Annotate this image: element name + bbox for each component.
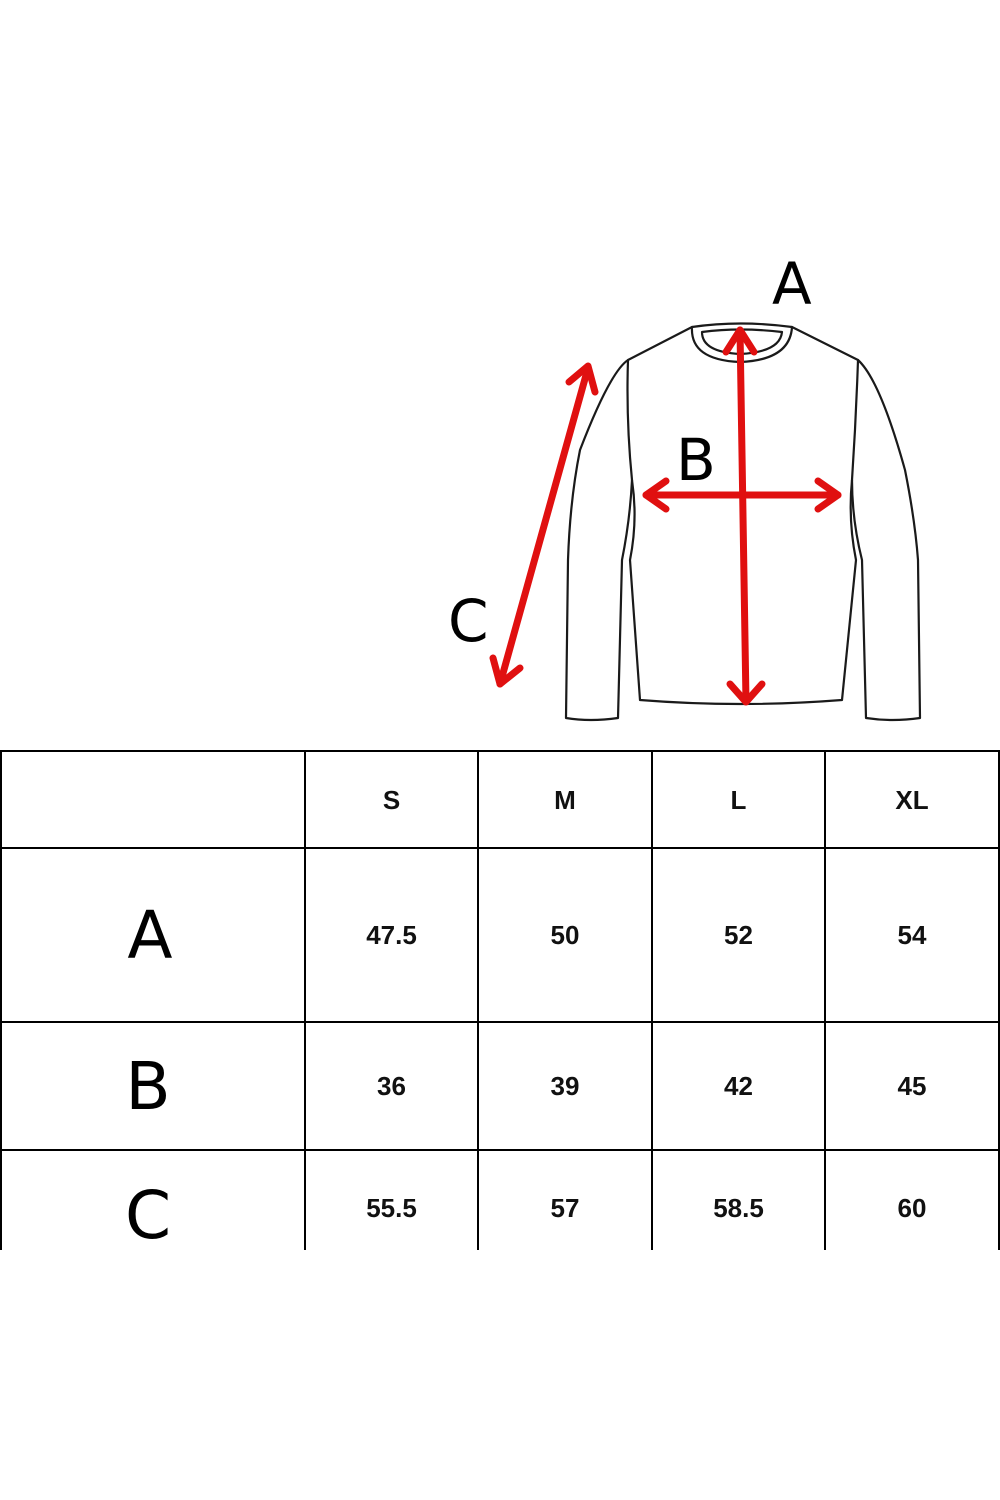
label-c: C (448, 587, 489, 655)
header-size-s: S (382, 784, 401, 815)
table-cell: 58.5 (713, 1192, 764, 1223)
table-cell: 60 (897, 1192, 927, 1223)
table-cell: 36 (377, 1070, 406, 1101)
table-cell: 42 (724, 1070, 753, 1101)
label-a: A (772, 250, 812, 318)
header-size-l: L (730, 784, 747, 815)
table-cell: 57 (550, 1192, 580, 1223)
table-cell: 52 (724, 919, 753, 950)
arrow-c-head-top (565, 362, 599, 396)
arrow-a-head-top (722, 326, 758, 356)
table-cell: 55.5 (366, 1192, 417, 1223)
row-label-b: B (125, 1047, 171, 1125)
table-grid-lines (0, 750, 1000, 1250)
measurement-arrows (489, 326, 842, 706)
arrow-b-head-left (642, 477, 670, 513)
table-cell: 45 (897, 1070, 927, 1101)
table-cell: 39 (550, 1070, 580, 1101)
arrow-a-head-bottom (726, 680, 766, 706)
header-size-xl: XL (895, 784, 929, 815)
table-cell: 54 (897, 919, 927, 950)
arrow-c-head-bottom (489, 654, 524, 688)
label-b: B (676, 426, 716, 494)
header-size-m: M (554, 784, 576, 815)
arrow-c (496, 364, 592, 688)
row-label-a: A (127, 896, 173, 974)
table-cell: 47.5 (366, 919, 417, 950)
table-cell: 50 (550, 919, 580, 950)
arrow-b-head-right (814, 477, 842, 513)
arrow-a (736, 326, 750, 706)
row-label-c: C (124, 1176, 172, 1254)
